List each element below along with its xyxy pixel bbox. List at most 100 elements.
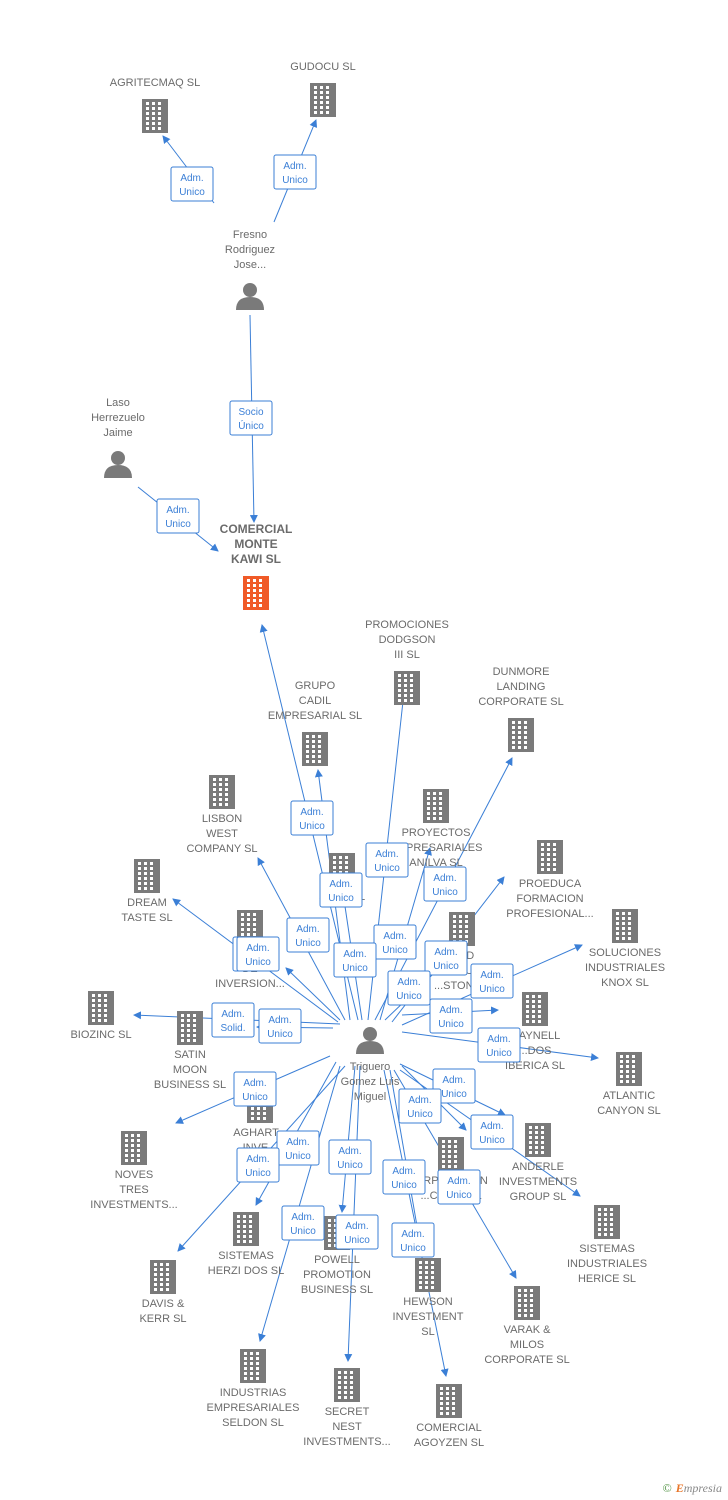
edge-label-e1[interactable]: Adm.Unico [170, 166, 214, 202]
building-icon [616, 1052, 642, 1086]
edge-label-t17[interactable]: Adm.Unico [233, 1071, 277, 1107]
node-label-line: GROUP SL [510, 1191, 567, 1203]
edge-label-t18[interactable]: Adm. Unico [276, 1130, 320, 1166]
edge-label-t13[interactable]: Adm.Unico [258, 1008, 302, 1044]
edge-label-text: Adm. [434, 947, 457, 958]
edge-label-text: Adm. [180, 173, 203, 184]
edge-label-t15[interactable]: Adm.Unico [477, 1027, 521, 1063]
brand-footer: ©Empresia [663, 1481, 722, 1496]
building-icon [150, 1260, 176, 1294]
edge-label-t14[interactable]: Adm.Solid. [211, 1002, 255, 1038]
edge-label-text: Adm. [291, 1212, 314, 1223]
node-label-line: CORPORATE SL [484, 1354, 569, 1366]
edge-label-text: Adm. [442, 1075, 465, 1086]
edge-label-t24[interactable]: Adm.Unico [281, 1205, 325, 1241]
edge-label-t28[interactable]: Adm.Unico [398, 1088, 442, 1124]
edge-line [338, 1065, 356, 1213]
edge-label-t11[interactable]: Adm.Unico [286, 917, 330, 953]
edge-label-t25[interactable]: Adm.Unico [335, 1214, 379, 1250]
edge-label-text: Unico [344, 1235, 370, 1246]
edge-label-t23[interactable]: Adm.Unico [437, 1169, 481, 1205]
edge-label-t9[interactable]: Adm.Unico [333, 942, 377, 978]
node-label-line: GUDOCU SL [290, 61, 355, 73]
edge-label-t10[interactable]: Adm.Unico [470, 963, 514, 999]
node-label-line: HERICE SL [578, 1273, 636, 1285]
edge-label-e2[interactable]: Adm.Unico [273, 154, 317, 190]
building-icon [594, 1205, 620, 1239]
company-node-proeduca[interactable]: PROEDUCAFORMACIONPROFESIONAL... [506, 840, 594, 920]
person-node-fresno[interactable]: FresnoRodriguezJose... [225, 229, 275, 310]
node-label-line: III SL [394, 649, 420, 661]
node-label-line: INVESTMENTS... [303, 1436, 390, 1448]
edge-label-t22[interactable]: Adm.Unico [328, 1139, 372, 1175]
edge-label-text: Socio [238, 407, 263, 418]
building-icon [522, 992, 548, 1026]
building-icon [310, 83, 336, 117]
edge-label-e4[interactable]: Adm.Unico [156, 498, 200, 534]
company-node-secret[interactable]: SECRETNESTINVESTMENTS... [303, 1368, 391, 1448]
company-node-biozinc[interactable]: BIOZINC SL [70, 991, 132, 1041]
node-label-line: INDUSTRIAS [220, 1387, 287, 1399]
edge-label-t27[interactable]: Adm.Unico [391, 1222, 435, 1258]
edge-label-text: Adm. [338, 1146, 361, 1157]
building-icon [449, 912, 475, 946]
node-label-line: WEST [206, 828, 238, 840]
edge-label-t26[interactable]: Adm.Unico [382, 1159, 426, 1195]
edge-label-t12[interactable]: Adm.Unico [387, 970, 431, 1006]
brand-initial: E [675, 1481, 684, 1495]
node-label-line: TASTE SL [121, 912, 172, 924]
company-node-gudocu[interactable]: GUDOCU SL [290, 61, 356, 117]
edge-label-t7[interactable]: Adm.Unico [424, 940, 468, 976]
edge-label-t1[interactable]: Adm.Unico [290, 800, 334, 836]
node-label-line: AGOYZEN SL [414, 1437, 484, 1449]
node-label-line: ...AYNELL [510, 1030, 561, 1042]
node-label-line: PROFESIONAL... [506, 908, 593, 920]
node-label-line: SOLUCIONES [589, 947, 661, 959]
edge-label-t4[interactable]: Adm.Unico [319, 872, 363, 908]
node-label-line: ...DOS [518, 1045, 551, 1057]
edge-label-t20[interactable]: Adm.Unico [470, 1114, 514, 1150]
node-label-line: MOON [173, 1064, 207, 1076]
edge-label-t3[interactable]: Adm.Unico [423, 866, 467, 902]
node-label-line: EMPRESARIALES [207, 1402, 300, 1414]
edge-label-text: Unico [285, 1151, 311, 1162]
node-label-line: Herrezuelo [91, 412, 145, 424]
edge-label-t6[interactable]: Adm.Unico [373, 924, 417, 960]
company-node-noves[interactable]: NOVESTRESINVESTMENTS... [90, 1131, 178, 1211]
node-label-line: NOVES [115, 1169, 154, 1181]
edge-label-t2[interactable]: Adm.Unico [365, 842, 409, 878]
edge-label-t19[interactable]: Adm.Unico [432, 1068, 476, 1104]
company-node-agritecmaq[interactable]: AGRITECMAQ SL [110, 77, 200, 133]
building-icon [88, 991, 114, 1025]
edge-label-t21[interactable]: Adm.Unico [236, 1147, 280, 1183]
edge-label-text: Adm. [283, 161, 306, 172]
edge-label-text: Unico [446, 1190, 472, 1201]
edge-label-text: Unico [382, 945, 408, 956]
edge-label-t16[interactable]: Adm.Unico [429, 998, 473, 1034]
edge-label-t8[interactable]: Adm.Unico [236, 936, 280, 972]
node-label-line: CANYON SL [597, 1105, 661, 1117]
edge-label-text: Adm. [286, 1137, 309, 1148]
company-node-davis[interactable]: DAVIS &KERR SL [139, 1260, 187, 1325]
